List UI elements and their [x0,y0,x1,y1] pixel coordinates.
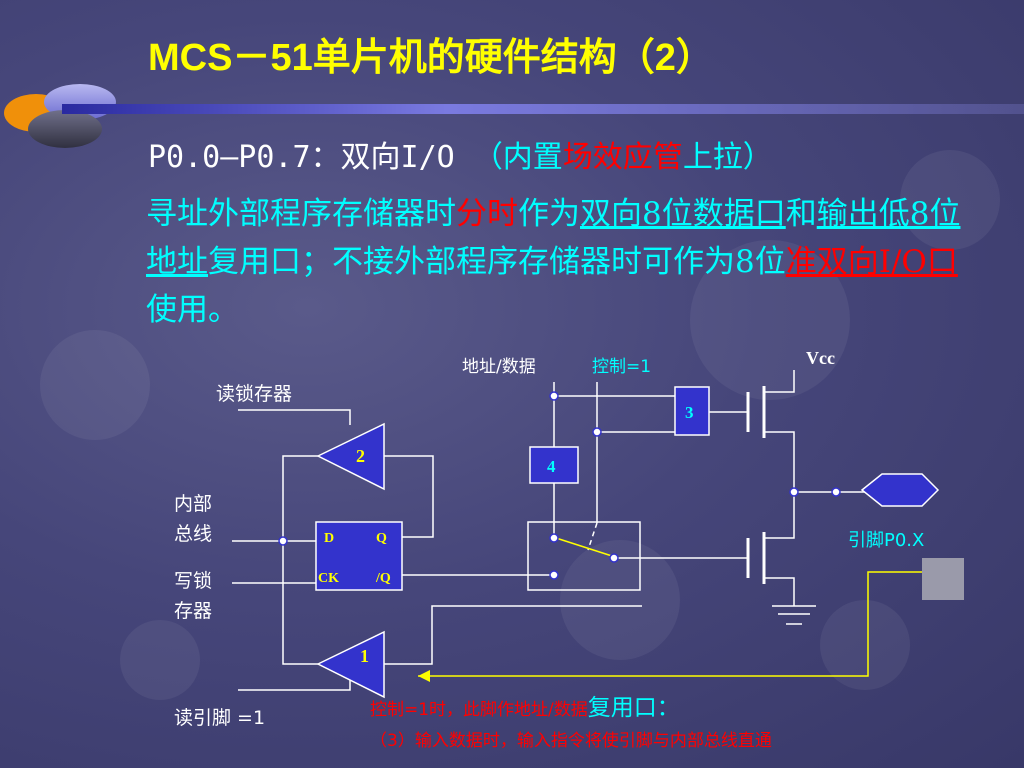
para-segment: 作为 [518,196,580,232]
circuit-wires [232,370,866,691]
write-latch-label: 写锁 [174,570,212,592]
multiplex-note-text: 复用口： [588,695,680,721]
pin-connector-hexagon [860,473,940,507]
time-share-text: 分时 [456,196,518,232]
address-data-label: 地址/数据 [462,357,536,377]
control-note-text: 控制=1时，此脚作地址/数据 [370,700,588,720]
para-segment: 复用口；不接外部程序存储器时可作为8位 [208,244,786,280]
inverter-box-4 [529,446,579,484]
buffer-2-triangle [316,422,385,491]
background-bubble [560,540,680,660]
box-4-number: 4 [547,457,556,476]
para-segment: 寻址外部程序存储器时 [146,196,456,232]
buffer-1-triangle [316,630,385,699]
buffer-2-number: 2 [356,446,365,466]
pullup-close-text: 上拉） [682,140,773,175]
latch-q-pin: Q [376,531,387,546]
pin-square [922,558,964,600]
box-3-number: 3 [685,403,694,422]
read-pin-label: 读引脚 =1 [174,707,265,729]
background-bubble [820,600,910,690]
background-bubble [120,620,200,700]
latch-box [315,521,403,591]
input-flow-arrow [418,571,922,677]
background-bubble [690,240,850,400]
fet-text: 场效应管 [562,140,683,175]
para-segment: 和 [785,196,817,232]
latch-ck-pin: CK [318,571,339,586]
address-output-text: 输出低8位地址 [146,196,961,280]
pullup-open-text: （内置 [472,140,563,175]
write-latch-label: 存器 [174,600,212,622]
read-latch-label: 读锁存器 [216,383,292,405]
mux-switch-arm [555,537,613,557]
logo-dark-oval [28,110,102,148]
pin-p0x-label: 引脚P0.X [848,530,924,551]
mux-switch-box [527,521,641,591]
internal-bus-label: 总线 [174,523,212,545]
pin-range-text: P0.0—P0.7：双向I/O [148,140,455,175]
nand-box-3 [674,386,710,436]
title-rule [62,104,1024,114]
latch-qn-pin: /Q [375,571,391,586]
control-label: 控制=1 [592,357,651,377]
port-usage-paragraph: 寻址外部程序存储器时分时作为双向8位数据口和输出低8位地址复用口；不接外部程序存… [146,190,976,334]
buffer-1-number: 1 [360,646,369,666]
quasi-bidirectional-text: 准双向I/O口 [785,244,958,280]
vcc-label: Vcc [806,348,835,368]
input-note: （3）输入数据时，输入指令将使引脚与内部总线直通 [370,730,772,751]
para-segment: 使用。 [146,292,239,328]
page-title: MCS－51单片机的硬件结构（2） [148,37,714,79]
background-bubble [900,150,1000,250]
port-description: P0.0—P0.7：双向I/O （内置场效应管上拉） [148,132,773,176]
junction-nodes [278,391,841,580]
arrow-head [418,670,430,682]
data-port-text: 双向8位数据口 [580,196,786,232]
latch-d-pin: D [324,531,334,546]
control-note: 控制=1时，此脚作地址/数据复用口： [370,695,680,721]
switch-dashed-link [587,522,598,551]
internal-bus-label: 内部 [174,493,212,515]
background-bubble [40,330,150,440]
